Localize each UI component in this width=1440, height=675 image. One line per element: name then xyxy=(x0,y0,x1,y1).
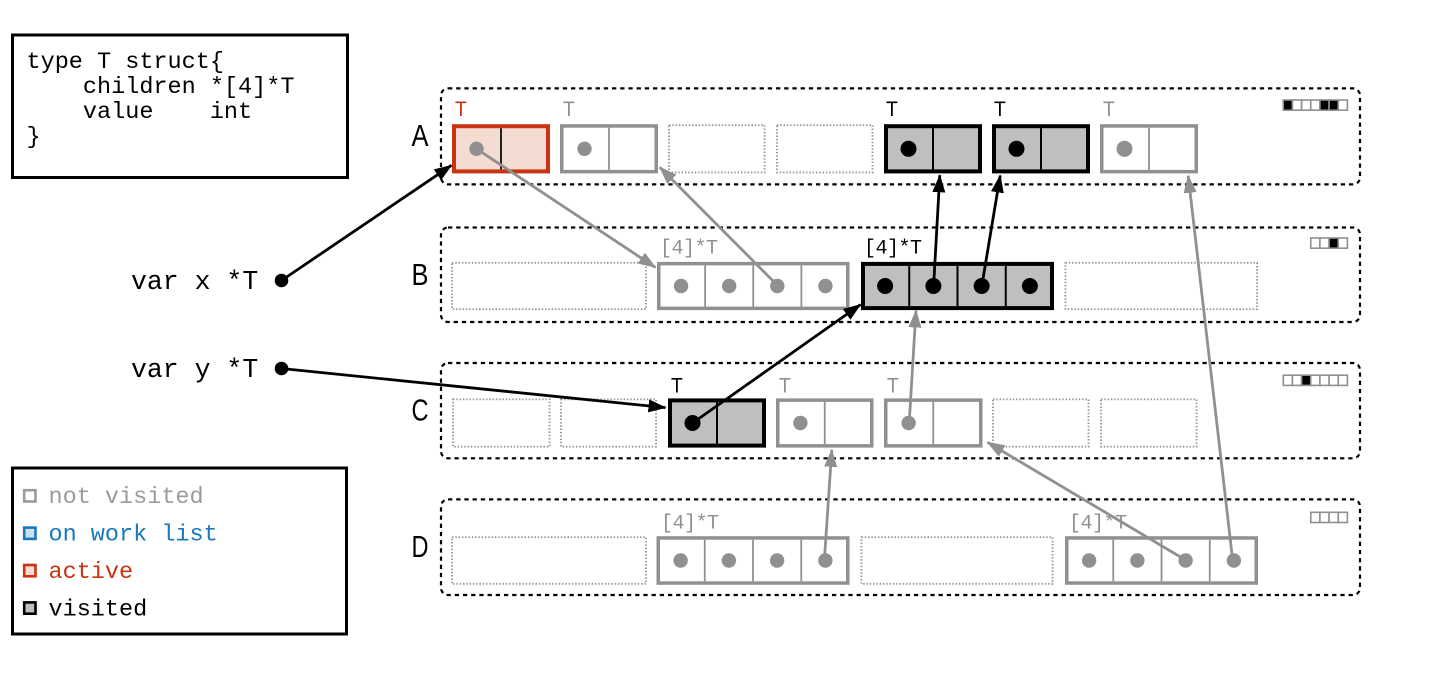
svg-text:not visited: not visited xyxy=(49,484,204,511)
svg-text:type T struct{: type T struct{ xyxy=(27,49,224,76)
svg-text:T: T xyxy=(886,97,898,121)
svg-text:C: C xyxy=(412,394,429,428)
svg-text:T: T xyxy=(1103,97,1115,121)
svg-text:value int: value int xyxy=(27,99,253,126)
svg-text:active: active xyxy=(49,559,134,586)
svg-text:T: T xyxy=(455,97,467,121)
svg-text:var x *T: var x *T xyxy=(131,267,258,297)
svg-text:D: D xyxy=(412,530,429,564)
svg-text:T: T xyxy=(994,97,1006,121)
svg-text:[4]*T: [4]*T xyxy=(1069,512,1127,535)
svg-text:[4]*T: [4]*T xyxy=(864,238,922,261)
svg-text:}: } xyxy=(27,124,41,151)
svg-text:T: T xyxy=(887,374,899,398)
svg-text:B: B xyxy=(412,258,429,292)
svg-text:T: T xyxy=(563,97,575,121)
svg-text:T: T xyxy=(671,374,683,398)
svg-text:[4]*T: [4]*T xyxy=(660,238,718,261)
svg-text:A: A xyxy=(412,119,430,153)
svg-text:visited: visited xyxy=(49,596,148,623)
svg-text:children *[4]*T: children *[4]*T xyxy=(27,74,295,101)
svg-text:T: T xyxy=(779,374,791,398)
svg-text:on work list: on work list xyxy=(49,522,218,549)
svg-text:[4]*T: [4]*T xyxy=(661,512,719,535)
svg-text:var y *T: var y *T xyxy=(131,355,258,385)
